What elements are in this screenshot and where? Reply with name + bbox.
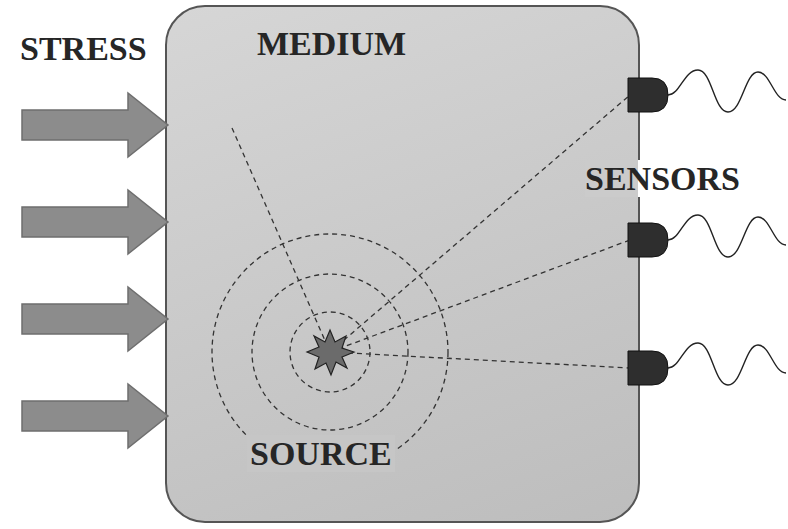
sensors-label: SENSORS: [585, 160, 740, 197]
signal-wave: [668, 215, 786, 257]
sensor: [628, 351, 668, 385]
ray-paths: [232, 95, 630, 368]
wave-front: [290, 312, 370, 392]
wave-front: [252, 274, 408, 430]
stress-label: STRESS: [20, 30, 147, 67]
stress-arrow: [22, 287, 168, 351]
sensor: [628, 223, 668, 257]
ray-path: [330, 240, 630, 352]
ray-path: [330, 352, 630, 368]
wave-front: [212, 234, 448, 470]
source-burst: [307, 330, 354, 375]
signal-waves: [668, 70, 786, 385]
sensor: [628, 78, 668, 112]
stress-arrow: [22, 93, 168, 157]
ray-path: [330, 95, 630, 352]
source-label: SOURCE: [247, 435, 395, 472]
stress-arrows: [22, 93, 168, 448]
stress-arrow: [22, 384, 168, 448]
signal-wave: [668, 343, 786, 385]
signal-wave: [668, 70, 786, 112]
medium-box: MEDIUM SOURCE: [165, 5, 640, 523]
ray-path: [232, 128, 330, 352]
medium-label: MEDIUM: [257, 25, 406, 62]
sensors: [628, 78, 668, 385]
wave-fronts: [212, 234, 448, 470]
stress-arrow: [22, 190, 168, 254]
